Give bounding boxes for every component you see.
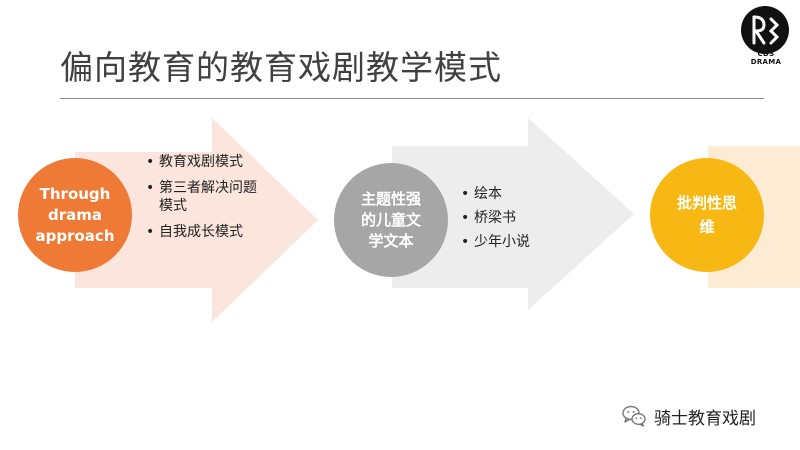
bullet-item: 教育戏剧模式	[145, 153, 270, 171]
circle-line: 学文本	[368, 231, 414, 250]
stage-1-bullet-list: 教育戏剧模式 第三者解决问题模式 自我成长模式	[145, 153, 270, 249]
bullet-item: 少年小说	[460, 233, 570, 251]
stage-2-bullet-list: 绘本 桥梁书 少年小说	[460, 185, 570, 257]
cds-drama-logo-icon	[741, 6, 789, 54]
title-divider	[60, 98, 764, 99]
circle-line: 主题性强	[360, 189, 421, 208]
logo-text: CDS DRAMA	[750, 50, 782, 66]
circle-line: 维	[699, 218, 715, 236]
bullet-item: 第三者解决问题模式	[145, 179, 270, 215]
circle-line: approach	[35, 226, 115, 245]
bullet-item: 桥梁书	[460, 209, 570, 227]
circle-line: 的儿童文	[360, 210, 421, 229]
wechat-icon	[622, 405, 646, 427]
circle-line: 批判性思	[676, 194, 737, 212]
wechat-watermark: 骑士教育戏剧	[622, 404, 756, 429]
bullet-item: 自我成长模式	[145, 223, 270, 241]
circle-critical-thinking: 批判性思 维	[650, 158, 764, 272]
circle-line: drama	[47, 205, 102, 224]
slide-title: 偏向教育的教育戏剧教学模式	[60, 48, 502, 87]
circle-through-drama-approach: Through drama approach	[18, 158, 132, 272]
circle-line: Through	[39, 184, 111, 203]
watermark-text: 骑士教育戏剧	[654, 408, 756, 429]
bullet-item: 绘本	[460, 185, 570, 203]
circle-childrens-literature: 主题性强 的儿童文 学文本	[334, 163, 448, 277]
